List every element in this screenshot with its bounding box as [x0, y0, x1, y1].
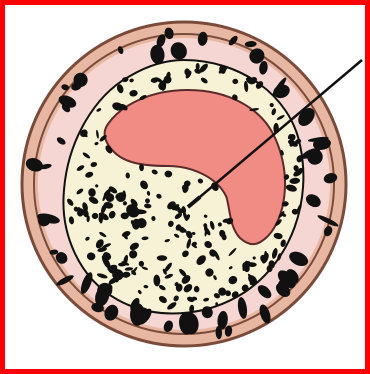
plaque-spot: [218, 222, 222, 226]
plaque-spot: [196, 63, 200, 70]
